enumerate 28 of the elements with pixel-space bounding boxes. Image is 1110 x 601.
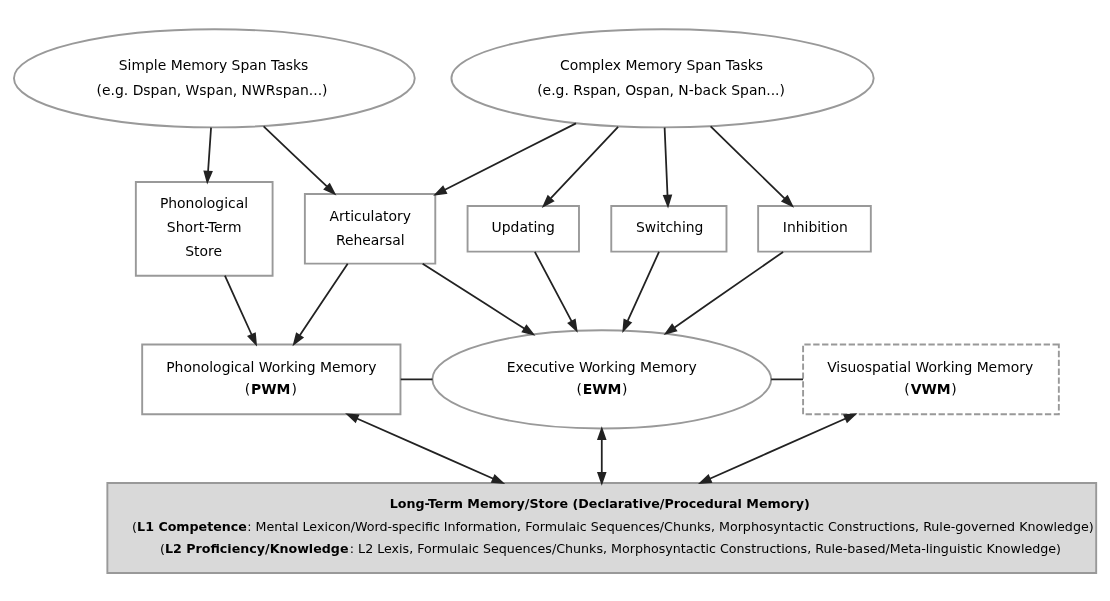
node-box: Inhibition	[757, 204, 872, 253]
node-ellipse: Complex Memory Span Tasks (e.g. Rspan, Ospan, N-back Span...)	[450, 27, 875, 128]
node-box: Updating	[466, 204, 580, 253]
node-box: Switching	[610, 204, 728, 253]
node-box: Visuospatial Working Memory (VWM)	[802, 343, 1060, 415]
arrow	[597, 425, 607, 486]
arrow	[345, 412, 506, 484]
arrow	[533, 250, 578, 333]
arrow	[698, 412, 858, 484]
arrow	[662, 126, 673, 208]
arrow	[433, 121, 577, 196]
arrow	[292, 262, 349, 346]
node-ellipse: Simple Memory Span Tasks (e.g. Dspan, Wspan, NWRspan...)	[13, 27, 416, 128]
node-box: Long-Term Memory/Store (Declarative/Procedural Memory) (L1 Competence: Mental Lexicon/Word-specific Information, Formulaic Sequences/Chunks, Morphosyntactic Constructions, Rule-governed Knowledge) (L2 Proficiency/Knowledge: L2 Lexis, Formulaic Sequences/Chunks, Morphosyntactic Constructions, Rule-based/Meta-linguistic Knowledge)	[106, 481, 1098, 574]
arrow	[663, 250, 784, 335]
connector	[399, 377, 434, 380]
node-box: Articulatory Rehearsal	[303, 192, 437, 265]
arrow	[541, 125, 619, 208]
arrow	[421, 262, 536, 336]
node-box: Phonological Short-Term Store	[134, 180, 274, 277]
connector	[770, 377, 804, 380]
arrow	[709, 125, 795, 208]
arrow	[224, 274, 258, 347]
node-box: Phonological Working Memory (PWM)	[141, 343, 402, 415]
node-ellipse: Executive Working Memory (EWM)	[431, 328, 773, 429]
arrow	[262, 125, 337, 196]
arrow	[203, 126, 213, 184]
arrow	[622, 250, 660, 333]
